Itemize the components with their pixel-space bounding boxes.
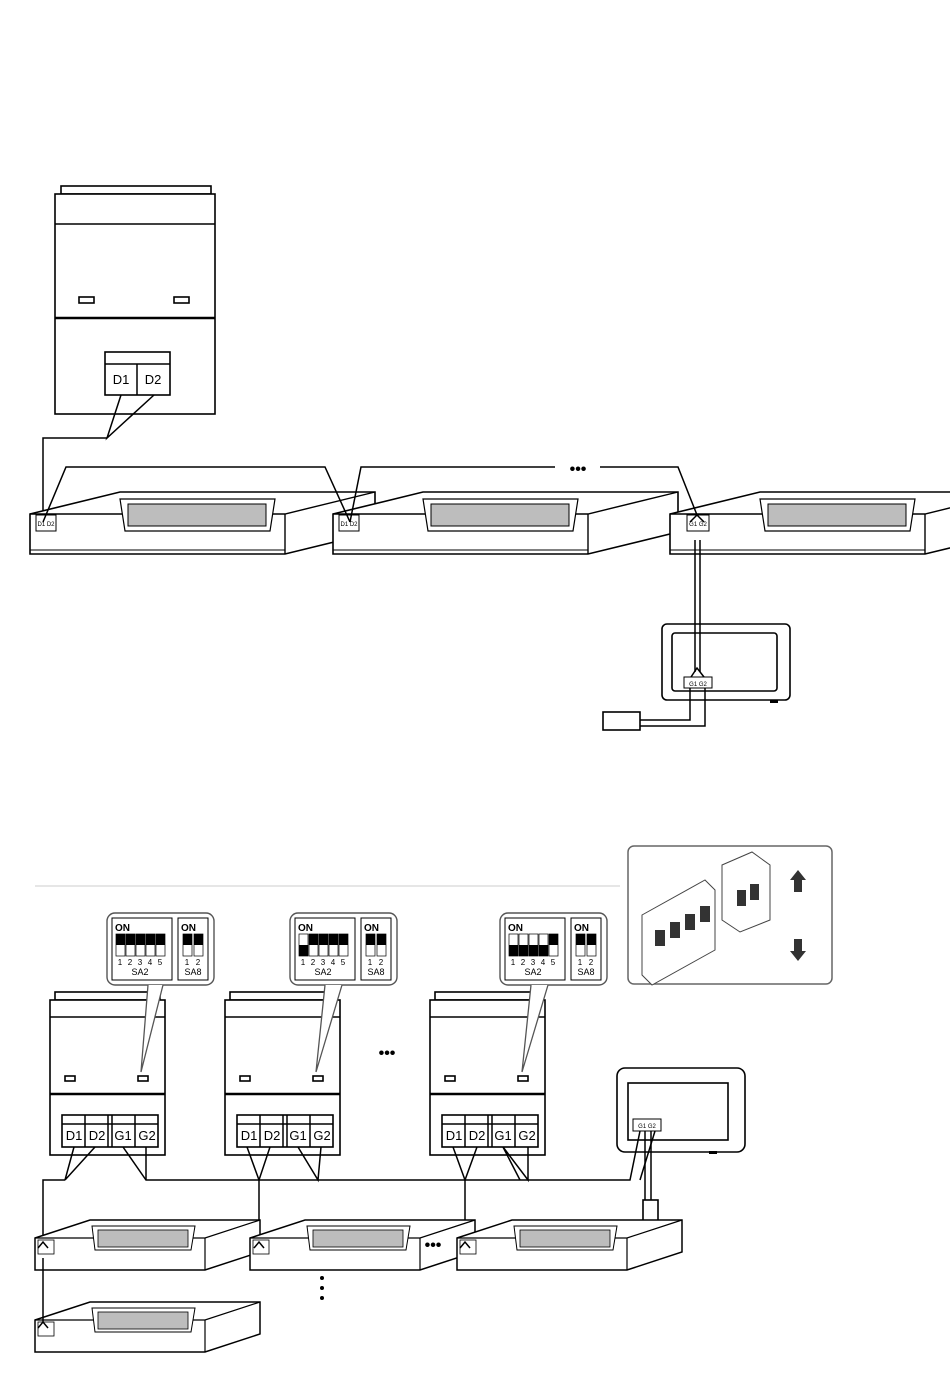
svg-text:D1: D1 (66, 1128, 83, 1143)
wired-controller-upper: G1 G2 (662, 624, 790, 703)
svg-text:D1: D1 (241, 1128, 258, 1143)
indoor-unit-3: G1 G2 (670, 492, 950, 554)
svg-text:G1 G2: G1 G2 (689, 522, 707, 528)
svg-text:1: 1 (511, 958, 516, 967)
svg-text:G1 G2: G1 G2 (689, 682, 707, 688)
sensor-upper (603, 712, 640, 730)
duct-ellipsis-lower: ••• (425, 1237, 442, 1254)
svg-text:G1: G1 (494, 1128, 511, 1143)
svg-text:1: 1 (301, 958, 306, 967)
svg-text:5: 5 (551, 958, 556, 967)
indoor-unit-lower-2 (35, 1302, 260, 1352)
svg-text:4: 4 (541, 958, 546, 967)
svg-text:1: 1 (578, 958, 583, 967)
svg-text:5: 5 (158, 958, 163, 967)
svg-text:D2: D2 (264, 1128, 281, 1143)
indoor-unit-lower-1 (35, 1220, 260, 1270)
svg-text:G2: G2 (138, 1128, 155, 1143)
svg-text:SA8: SA8 (577, 967, 594, 977)
vertical-ellipsis (320, 1276, 324, 1300)
svg-text:2: 2 (311, 958, 316, 967)
svg-text:3: 3 (321, 958, 326, 967)
indoor-unit-1: D1 D2 (30, 492, 375, 554)
svg-text:G1: G1 (114, 1128, 131, 1143)
svg-text:2: 2 (128, 958, 133, 967)
svg-text:G1 G2: G1 G2 (638, 1124, 656, 1130)
svg-text:SA8: SA8 (367, 967, 384, 977)
svg-text:ON: ON (574, 923, 589, 934)
svg-text:D1 D2: D1 D2 (340, 522, 358, 528)
svg-text:4: 4 (331, 958, 336, 967)
svg-text:1: 1 (185, 958, 190, 967)
svg-text:G2: G2 (518, 1128, 535, 1143)
indoor-unit-2: D1 D2 (333, 492, 678, 554)
svg-text:2: 2 (196, 958, 201, 967)
svg-text:SA2: SA2 (314, 967, 331, 977)
svg-text:G2: G2 (313, 1128, 330, 1143)
svg-text:D1: D1 (446, 1128, 463, 1143)
module-ellipsis: ••• (379, 1045, 396, 1062)
svg-text:1: 1 (118, 958, 123, 967)
svg-text:D1 D2: D1 D2 (37, 522, 55, 528)
svg-text:2: 2 (521, 958, 526, 967)
svg-text:D2: D2 (469, 1128, 486, 1143)
svg-text:ON: ON (181, 923, 196, 934)
svg-text:2: 2 (589, 958, 594, 967)
outdoor-unit: D1 D2 (55, 186, 215, 414)
terminal-d1: D1 (113, 372, 130, 387)
svg-text:SA2: SA2 (131, 967, 148, 977)
svg-text:ON: ON (298, 923, 313, 934)
chain-ellipsis-upper: ••• (570, 461, 587, 478)
svg-text:5: 5 (341, 958, 346, 967)
svg-text:D2: D2 (89, 1128, 106, 1143)
wired-controller-lower: G1 G2 (617, 1068, 745, 1154)
svg-text:1: 1 (368, 958, 373, 967)
indoor-unit-lower-4 (457, 1220, 682, 1270)
svg-text:4: 4 (148, 958, 153, 967)
dip-switch-legend (628, 846, 832, 985)
svg-text:G1: G1 (289, 1128, 306, 1143)
svg-text:ON: ON (364, 923, 379, 934)
svg-text:3: 3 (138, 958, 143, 967)
svg-text:3: 3 (531, 958, 536, 967)
svg-text:SA8: SA8 (184, 967, 201, 977)
terminal-d2: D2 (145, 372, 162, 387)
svg-text:2: 2 (379, 958, 384, 967)
svg-text:ON: ON (508, 923, 523, 934)
svg-text:ON: ON (115, 923, 130, 934)
svg-text:SA2: SA2 (524, 967, 541, 977)
